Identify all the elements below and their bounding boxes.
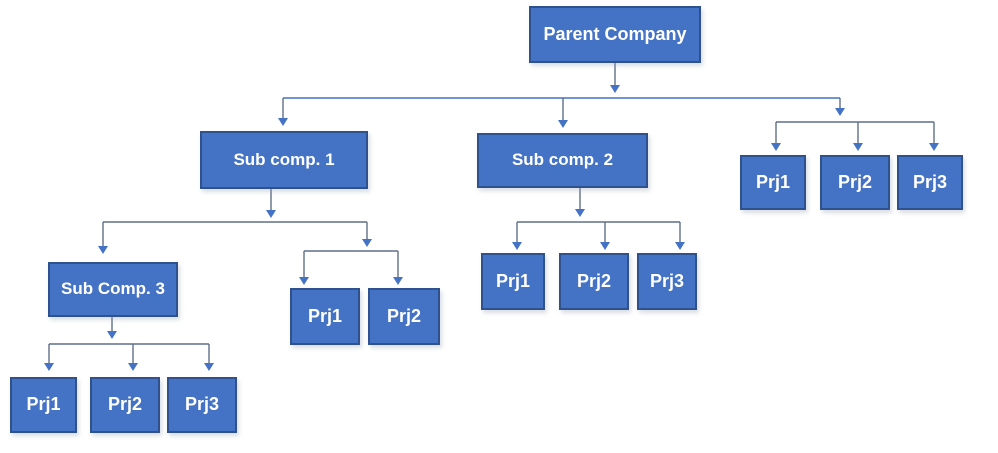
node-sub-comp-2: Sub comp. 2 <box>477 133 648 188</box>
node-sub2-prj2: Prj2 <box>559 253 629 310</box>
node-sub1-prj2: Prj2 <box>368 288 440 345</box>
node-sub-comp-3: Sub Comp. 3 <box>48 262 178 317</box>
node-parent-prj1: Prj1 <box>740 155 806 210</box>
node-sub3-prj3: Prj3 <box>167 377 237 433</box>
node-sub1-prj1: Prj1 <box>290 288 360 345</box>
node-sub-comp-1: Sub comp. 1 <box>200 131 368 189</box>
node-parent-company: Parent Company <box>529 6 701 63</box>
node-sub3-prj1: Prj1 <box>10 377 77 433</box>
node-sub2-prj1: Prj1 <box>481 253 545 310</box>
node-sub3-prj2: Prj2 <box>90 377 160 433</box>
node-parent-prj3: Prj3 <box>897 155 963 210</box>
node-sub2-prj3: Prj3 <box>637 253 697 310</box>
node-parent-prj2: Prj2 <box>820 155 890 210</box>
